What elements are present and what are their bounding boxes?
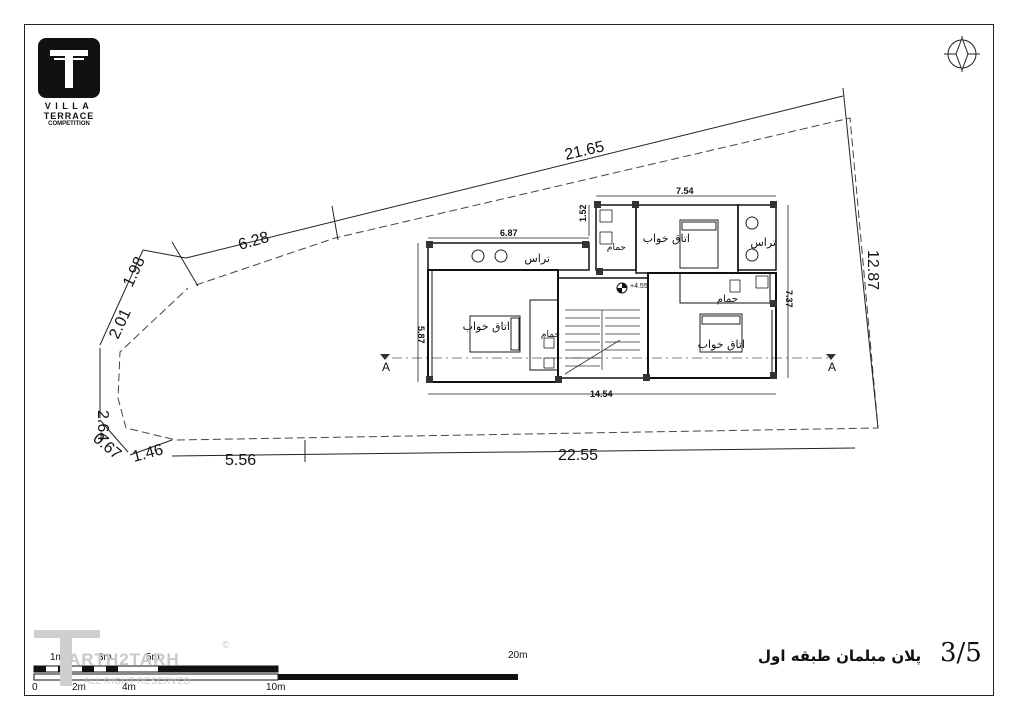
bathroom-fixtures xyxy=(543,209,769,369)
bedroom-label-top: اتاق خواب xyxy=(643,232,690,245)
page-number: 3/5 xyxy=(940,638,982,668)
terrace-label-right: تراس xyxy=(750,236,776,249)
scale-label-20: 20m xyxy=(508,650,527,661)
plot-dimension-labels: 21.65 6.28 1.98 2.01 2.64 0.67 1.46 5.56… xyxy=(89,138,881,469)
bdim-top: 7.54 xyxy=(676,186,694,196)
plot-dim-10: 12.87 xyxy=(864,250,881,290)
section-mark-right: A xyxy=(828,360,836,374)
room-labels: تراس تراس اتاق خواب اتاق خواب اتاق خواب … xyxy=(463,232,776,351)
terrace-chairs xyxy=(471,216,759,263)
bathroom-label-3: حمام xyxy=(717,294,738,305)
bathroom-label-2: حمام xyxy=(541,330,560,340)
logo-line-2: TERRACE xyxy=(43,111,95,121)
bedroom-label-left: اتاق خواب xyxy=(463,320,510,333)
sheet-frame xyxy=(24,24,994,696)
drawing-title: پلان مبلمان طبقه اول xyxy=(758,647,922,665)
scale-label-1: 1m xyxy=(50,652,64,663)
plot-dim-5: 2.64 xyxy=(94,410,111,441)
plot-dimension-lines xyxy=(99,87,879,462)
scale-label-3: 3m xyxy=(98,652,112,663)
bdim-right: 7.37 xyxy=(784,290,794,308)
terrace-label-left: تراس xyxy=(524,252,550,265)
section-mark-left: A xyxy=(382,360,390,374)
bdim-left: 5.87 xyxy=(416,326,426,344)
plot-dim-4: 2.01 xyxy=(106,306,135,341)
plot-dim-2: 6.28 xyxy=(236,229,271,254)
bed-furniture xyxy=(469,219,743,353)
watermark-brand: ARTH2TARH xyxy=(68,650,180,669)
logo-line-3: COMPETITION xyxy=(48,121,90,127)
building-dimension-lines xyxy=(417,195,789,395)
watermark-copyright: © xyxy=(222,640,230,651)
building-walls xyxy=(427,204,777,383)
scale-label-0: 0 xyxy=(32,682,38,693)
plot-dim-3: 1.98 xyxy=(120,254,149,289)
watermark-rights: ALL RIGHT RESERVED xyxy=(84,676,191,686)
bdim-terrace: 6.87 xyxy=(500,228,518,238)
plot-dim-9: 22.55 xyxy=(558,447,598,464)
scale-label-5: 5m xyxy=(146,652,160,663)
level-value: +4.55 xyxy=(630,283,648,290)
bedroom-label-right: اتاق خواب xyxy=(698,338,745,351)
scale-label-10: 10m xyxy=(266,682,285,693)
scale-labels: 0 1m 2m 3m 4m 5m 10m 20m xyxy=(32,650,527,693)
plot-dim-7: 1.46 xyxy=(131,441,166,466)
watermark-logo-icon xyxy=(34,630,100,686)
bathroom-label-1: حمام xyxy=(607,243,626,253)
plot-dim-8: 5.56 xyxy=(225,452,256,469)
competition-logo: VILLA TERRACE COMPETITION xyxy=(34,38,104,127)
scale-label-2: 2m xyxy=(72,682,86,693)
scale-label-4: 4m xyxy=(122,682,136,693)
bdim-small: 1.52 xyxy=(578,204,588,222)
logo-mark xyxy=(38,38,100,98)
level-marker: +4.55 xyxy=(616,282,648,294)
north-arrow-icon xyxy=(944,36,980,72)
staircase xyxy=(564,309,640,375)
bdim-bottom: 14.54 xyxy=(590,389,613,399)
plot-boundary xyxy=(117,117,879,441)
logo-line-1: VILLA xyxy=(44,101,94,111)
structural-columns xyxy=(426,201,777,383)
section-line: A A xyxy=(380,354,836,374)
building-dimension-labels: 7.54 6.87 1.52 5.87 7.37 14.54 xyxy=(416,186,794,399)
